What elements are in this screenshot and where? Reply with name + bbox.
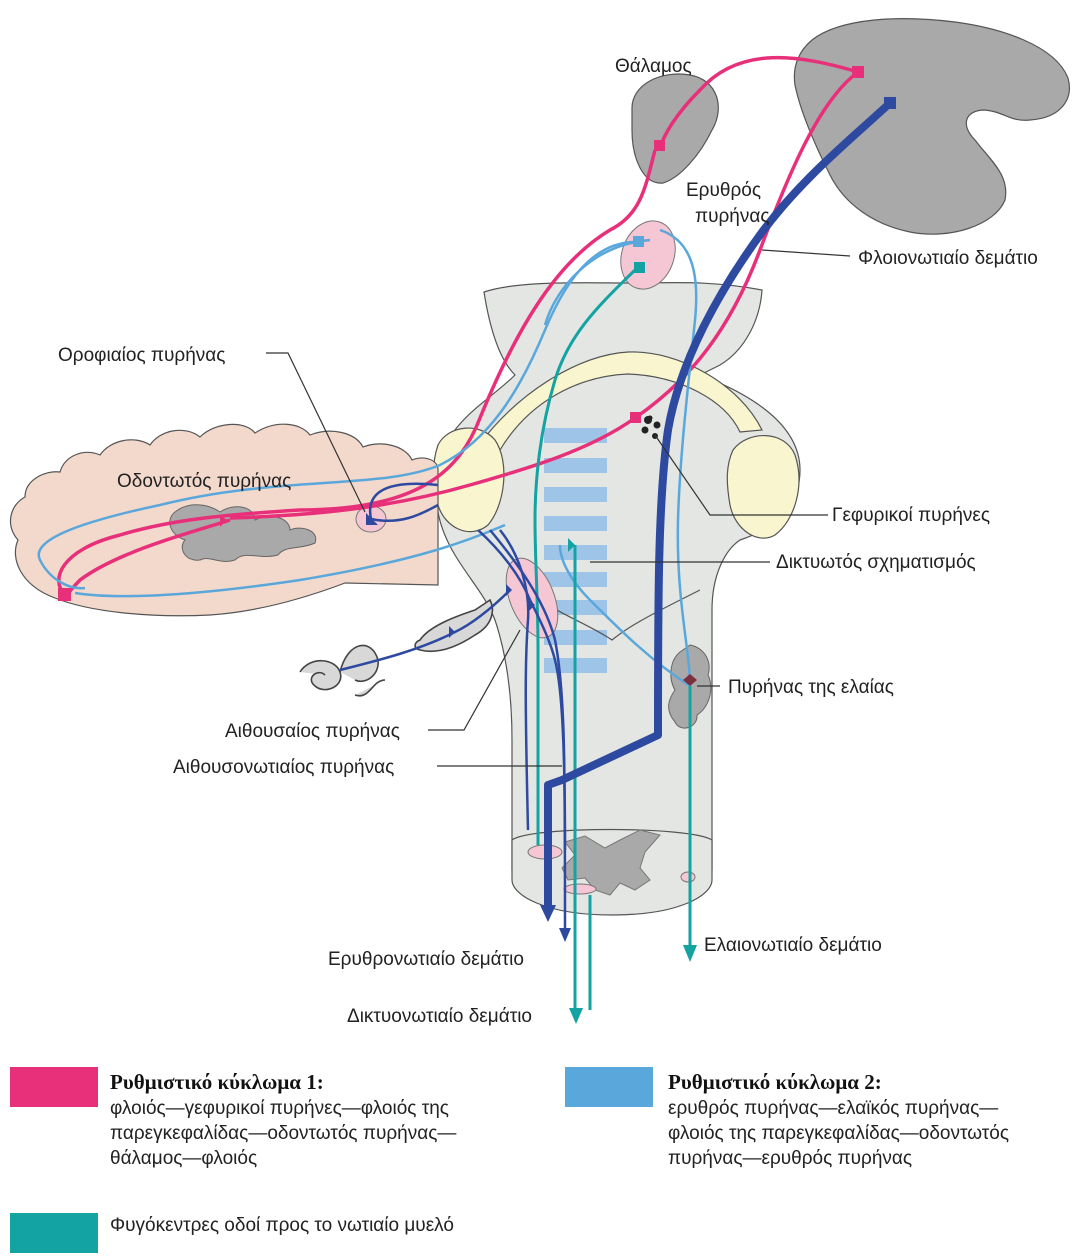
legend-desc-circuit-2: ερυθρός πυρήνας—ελαϊκός πυρήνας— φλοιός … bbox=[668, 1096, 1009, 1171]
inner-ear bbox=[300, 600, 492, 696]
legend-desc-circuit-2-line-2: φλοιός της παρεγκεφαλίδας—οδοντωτός bbox=[668, 1121, 1009, 1146]
legend-desc-circuit-1-line-1: φλοιός—γεφυρικοί πυρήνες—φλοιός της bbox=[110, 1096, 456, 1121]
legend-desc-efferent: Φυγόκεντρες οδοί προς το νωτιαίο μυελό bbox=[110, 1213, 454, 1238]
thalamus bbox=[632, 74, 718, 183]
label-vestibular: Αιθουσαίος πυρήνας bbox=[225, 721, 400, 742]
label-reticular: Δικτυωτός σχηματισμός bbox=[776, 552, 976, 573]
spinal-tract-area-left bbox=[564, 884, 596, 894]
legend-desc-circuit-2-line-1: ερυθρός πυρήνας—ελαϊκός πυρήνας— bbox=[668, 1096, 1009, 1121]
legend-desc-circuit-1-line-2: παρεγκεφαλίδας—οδοντωτός πυρήνας— bbox=[110, 1121, 456, 1146]
pons-right-lobe bbox=[727, 436, 799, 539]
label-olivospinal: Ελαιονωτιαίο δεμάτιο bbox=[704, 935, 882, 956]
label-vestibulospinal: Αιθουσονωτιαίος πυρήνας bbox=[173, 757, 394, 778]
spinal-tract-arrows bbox=[540, 905, 697, 1024]
legend-desc-circuit-1-line-3: θάλαμος—φλοιός bbox=[110, 1146, 456, 1171]
label-pontine: Γεφυρικοί πυρήνες bbox=[832, 505, 990, 526]
legend-swatch-circuit-2 bbox=[565, 1067, 653, 1107]
legend-swatch-efferent bbox=[10, 1213, 98, 1253]
legend-desc-circuit-1: φλοιός—γεφυρικοί πυρήνες—φλοιός της παρε… bbox=[110, 1096, 456, 1171]
label-red-nucleus-1: Ερυθρός bbox=[686, 180, 761, 201]
legend-title-circuit-1: Ρυθμιστικό κύκλωμα 1: bbox=[110, 1070, 324, 1095]
label-red-nucleus-2: πυρήνας bbox=[695, 206, 770, 227]
spinal-tract-area-right bbox=[681, 872, 695, 882]
label-dentate: Οδοντωτός πυρήνας bbox=[117, 471, 291, 492]
legend-swatch-circuit-1 bbox=[10, 1067, 98, 1107]
label-thalamus: Θάλαμος bbox=[615, 56, 692, 77]
label-corticospinal: Φλοιονωτιαίο δεμάτιο bbox=[858, 248, 1038, 269]
label-fastigial: Οροφιαίος πυρήνας bbox=[58, 345, 225, 366]
legend-desc-circuit-2-line-3: πυρήνας—ερυθρός πυρήνας bbox=[668, 1146, 1009, 1171]
cerebral-cortex bbox=[794, 19, 1069, 235]
label-rubrospinal: Ερυθρονωτιαίο δεμάτιο bbox=[328, 949, 524, 970]
label-olivary: Πυρήνας της ελαίας bbox=[728, 677, 894, 698]
legend-title-circuit-2: Ρυθμιστικό κύκλωμα 2: bbox=[668, 1070, 882, 1095]
label-reticulospinal: Δικτυονωτιαίο δεμάτιο bbox=[347, 1006, 532, 1027]
